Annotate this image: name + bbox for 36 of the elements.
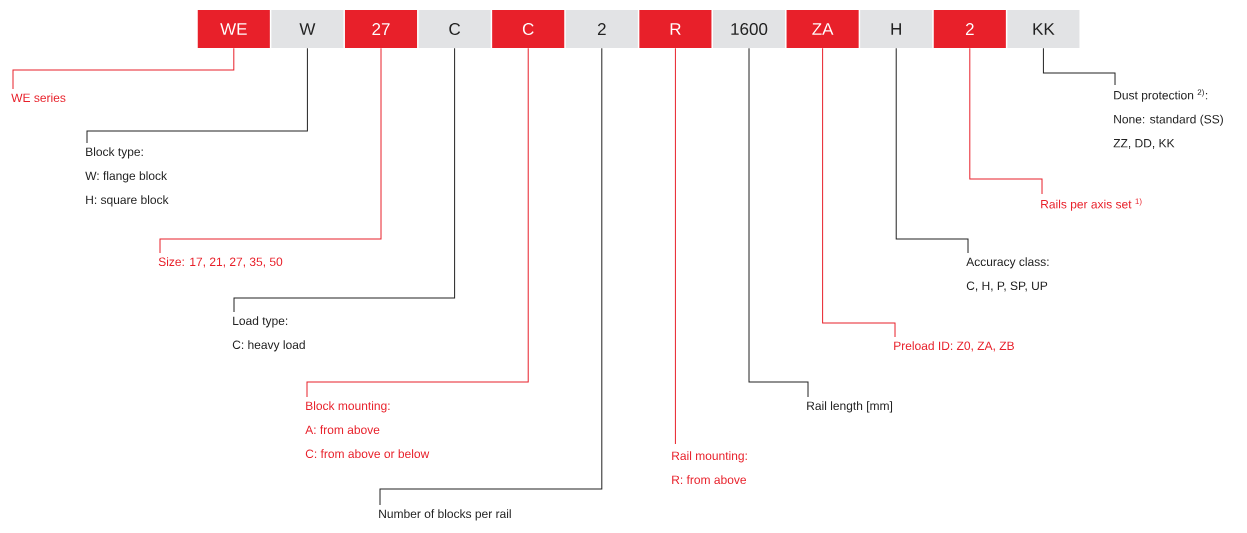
- code-cell: H: [860, 10, 933, 48]
- leader-line: [379, 47, 603, 506]
- description-text: Rails per axis set $^{1)}$: [1041, 198, 1142, 211]
- description-text: Rail mounting: R: from above: [672, 451, 747, 484]
- description-text: Number of blocks per rail: [379, 509, 511, 521]
- leader-line: [159, 47, 382, 254]
- code-cell: WE: [197, 10, 270, 48]
- code-cell: C: [492, 10, 565, 48]
- description-text: Dust protection $^{2)}$: None: standard (SS) ZZ, DD, KK: [1113, 89, 1223, 149]
- description-text: Preload ID: Z0, ZA, ZB: [894, 341, 1014, 352]
- code-cell: W: [271, 10, 344, 48]
- leader-line: [306, 47, 529, 398]
- code-cell: 2: [933, 10, 1006, 48]
- code-cell: 1600: [712, 10, 786, 48]
- leader-line: [895, 47, 969, 254]
- leader-line: [822, 47, 896, 338]
- code-cell: 2: [565, 10, 638, 48]
- leader-line: [674, 47, 676, 445]
- leader-line: [1042, 47, 1116, 86]
- description-text: Block type: W: flange block H: square block: [85, 147, 169, 207]
- leader-line: [12, 47, 235, 90]
- code-cell: C: [418, 10, 491, 48]
- description-text: Rail length [mm]: [807, 401, 893, 413]
- code-cell: R: [639, 10, 712, 48]
- description-text: Size: 17, 21, 27, 35, 50: [158, 257, 283, 268]
- code-cell: 27: [344, 10, 418, 48]
- leader-line: [233, 47, 456, 313]
- code-cell: ZA: [786, 10, 859, 48]
- description-text: Load type: C: heavy load: [232, 316, 305, 352]
- code-cell: KK: [1007, 10, 1080, 48]
- description-text: Accuracy class: C, H, P, SP, UP: [966, 257, 1049, 292]
- description-text: WE series: [11, 93, 66, 102]
- leader-line: [969, 47, 1043, 195]
- description-text: Block mounting: A: from above C: from above or below: [305, 401, 430, 458]
- leader-line: [748, 47, 809, 398]
- leader-line: [86, 47, 308, 144]
